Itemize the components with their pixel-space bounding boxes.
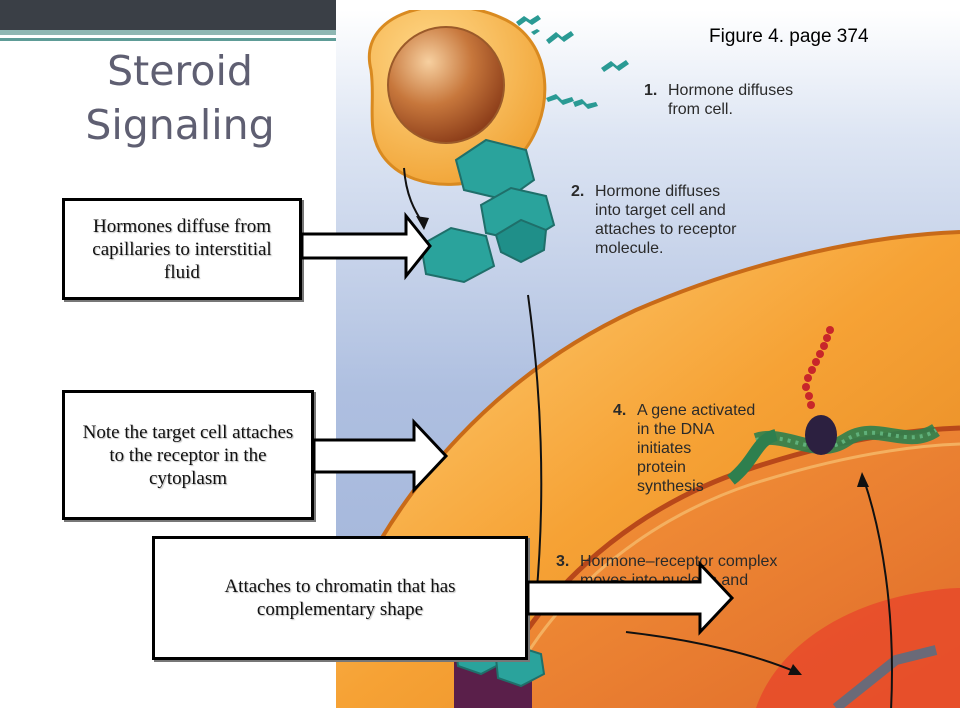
figure-caption: Figure 4. page 374 bbox=[709, 26, 869, 47]
callout-arrow-3 bbox=[526, 560, 735, 636]
protein-chain bbox=[802, 326, 834, 409]
step-text: Hormone diffuses from cell. bbox=[668, 82, 794, 118]
chromatin-fragment bbox=[832, 645, 938, 708]
step-text: A gene activated in the DNA initiates pr… bbox=[637, 402, 756, 495]
callout-arrow-2 bbox=[312, 418, 449, 494]
dna-strand bbox=[753, 423, 940, 455]
nuclear-envelope-inner bbox=[497, 442, 960, 708]
slide-accent-line bbox=[0, 38, 336, 41]
step-number: 2. bbox=[571, 183, 585, 200]
slide-title: Steroid Signaling bbox=[85, 47, 275, 149]
step-4-label: 4. A gene activated in the DNA initiates… bbox=[613, 401, 756, 496]
callout-target-cell: Note the target cell attaches to the rec… bbox=[62, 390, 314, 520]
slide-top-bar bbox=[0, 0, 336, 30]
step-2-label: 2. Hormone diffuses into target cell and… bbox=[571, 182, 737, 258]
callout-arrow-1 bbox=[300, 211, 432, 281]
step-text: Hormone diffuses into target cell and at… bbox=[595, 183, 737, 257]
hormone-hexagons bbox=[419, 138, 556, 284]
slide-accent-bar bbox=[0, 30, 336, 35]
callout-chromatin: Attaches to chromatin that has complemen… bbox=[152, 536, 528, 660]
step-number: 4. bbox=[613, 402, 627, 419]
nucleoplasm bbox=[756, 588, 960, 708]
step-number: 3. bbox=[556, 553, 570, 570]
secreting-cell-nucleus bbox=[387, 26, 505, 144]
hormone-molecules bbox=[516, 15, 629, 109]
steroid-signaling-illustration bbox=[336, 10, 960, 708]
pathway-arrows bbox=[403, 167, 893, 708]
step-number: 1. bbox=[644, 82, 658, 99]
target-cell-membrane bbox=[336, 230, 960, 631]
step-1-label: 1. Hormone diffuses from cell. bbox=[644, 81, 794, 119]
pathway-arrowheads bbox=[416, 216, 869, 675]
dna-tail bbox=[727, 429, 779, 485]
callout-hormones-diffuse: Hormones diffuse from capillaries to int… bbox=[62, 198, 302, 300]
rna-polymerase bbox=[805, 415, 837, 455]
